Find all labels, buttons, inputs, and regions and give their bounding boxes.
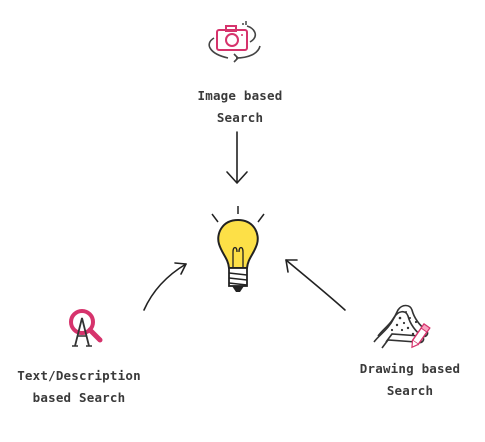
text-search-icon xyxy=(69,309,103,347)
image-search-label-line1: Image based xyxy=(197,88,283,103)
arrow-image-to-bulb xyxy=(226,131,248,184)
arrow-drawing-to-bulb xyxy=(285,259,346,311)
arrow-text-to-bulb xyxy=(143,262,187,311)
drawing-search-label: Drawing based Search xyxy=(348,358,472,402)
shoes-pencil-icon xyxy=(373,304,431,349)
image-search-label: Image based Search xyxy=(178,85,302,129)
text-search-label: Text/Description based Search xyxy=(10,365,148,409)
image-search-label-line2: Search xyxy=(216,110,264,125)
text-search-label-line1: Text/Description xyxy=(17,368,141,383)
text-search-label-line2: based Search xyxy=(32,390,126,405)
drawing-search-label-line2: Search xyxy=(386,383,434,398)
lightbulb-icon xyxy=(211,206,265,292)
camera-rotate-icon xyxy=(208,21,261,63)
drawing-search-label-line1: Drawing based xyxy=(359,361,461,376)
